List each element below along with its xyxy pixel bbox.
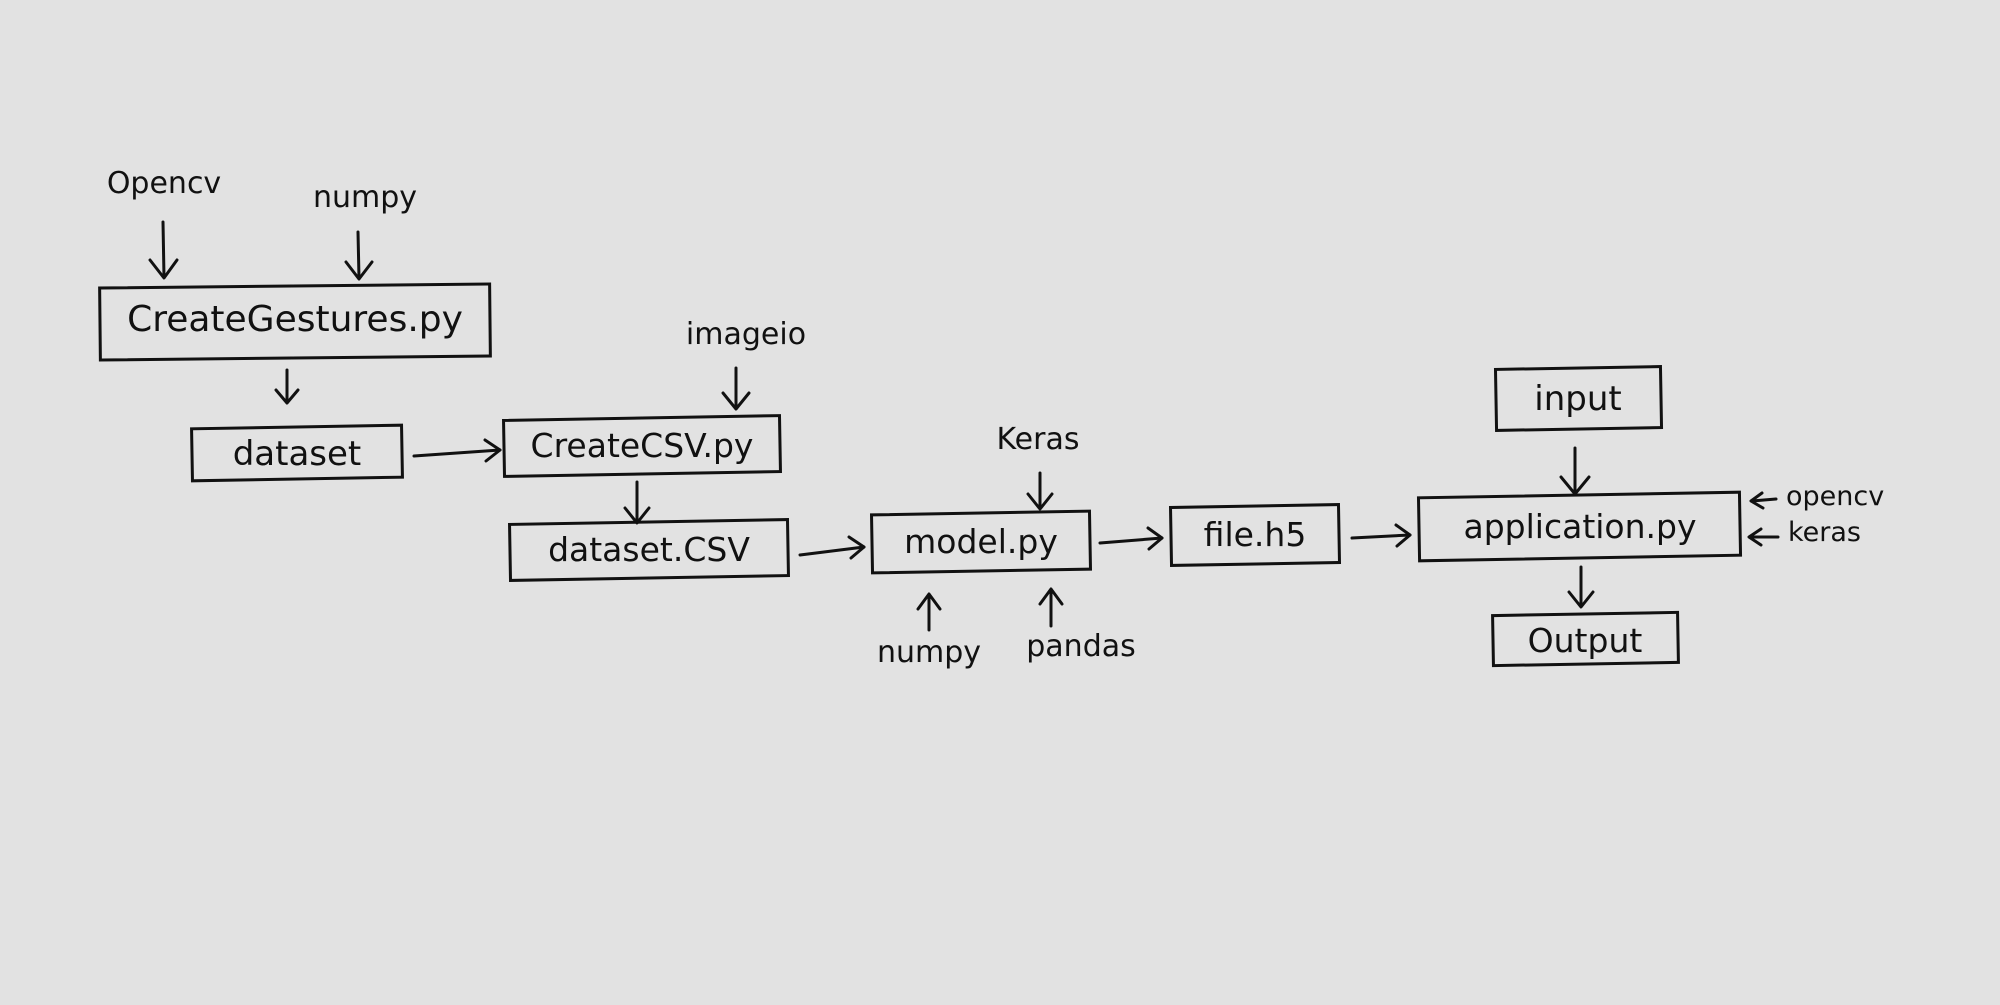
arrow-keras-to-application [1747,527,1780,547]
arrow-dataset-to-create-csv [412,438,502,463]
library-numpy-top: numpy [313,180,417,215]
node-output: Output [1491,610,1680,668]
node-create-gestures: CreateGestures.py [98,282,492,362]
arrow-opencv-to-create-gestures [148,220,179,280]
library-numpy-model: numpy [877,635,981,670]
node-output-label: Output [1528,621,1643,660]
arrow-file-h5-to-application [1350,523,1412,548]
arrow-model-to-file-h5 [1098,526,1164,551]
node-dataset-label: dataset [233,434,362,474]
node-input: input [1493,365,1664,432]
arrow-imageio-to-create-csv [721,366,751,411]
node-input-label: input [1534,379,1621,419]
node-create-csv-label: CreateCSV.py [531,426,754,465]
library-opencv-top: Opencv [107,166,221,201]
library-keras-model: Keras [997,422,1080,457]
arrow-create-csv-to-dataset-csv [623,480,651,525]
library-opencv-app: opencv [1786,481,1884,512]
node-application: application.py [1416,490,1743,563]
library-pandas-model: pandas [1026,629,1136,664]
arrow-numpy-to-model [916,592,942,632]
arrow-create-gestures-to-dataset [274,368,300,405]
node-create-gestures-label: CreateGestures.py [127,299,463,340]
library-imageio: imageio [686,317,806,352]
arrow-input-to-application [1559,446,1591,496]
node-application-label: application.py [1464,507,1697,546]
arrow-dataset-csv-to-model [798,535,866,560]
arrow-application-to-output [1567,565,1595,609]
library-keras-app: keras [1788,517,1861,548]
arrow-keras-to-model [1026,471,1054,511]
node-file-h5-label: file.h5 [1204,515,1307,554]
arrow-pandas-to-model [1038,587,1064,628]
node-create-csv: CreateCSV.py [502,414,782,478]
node-file-h5: file.h5 [1168,503,1342,567]
node-dataset-csv-label: dataset.CSV [548,530,750,569]
node-dataset-csv: dataset.CSV [508,518,790,582]
arrow-numpy-to-create-gestures [344,230,374,281]
node-dataset: dataset [190,423,404,483]
arrow-opencv-to-application [1749,491,1778,510]
node-model-label: model.py [904,522,1058,561]
node-model: model.py [869,509,1093,575]
